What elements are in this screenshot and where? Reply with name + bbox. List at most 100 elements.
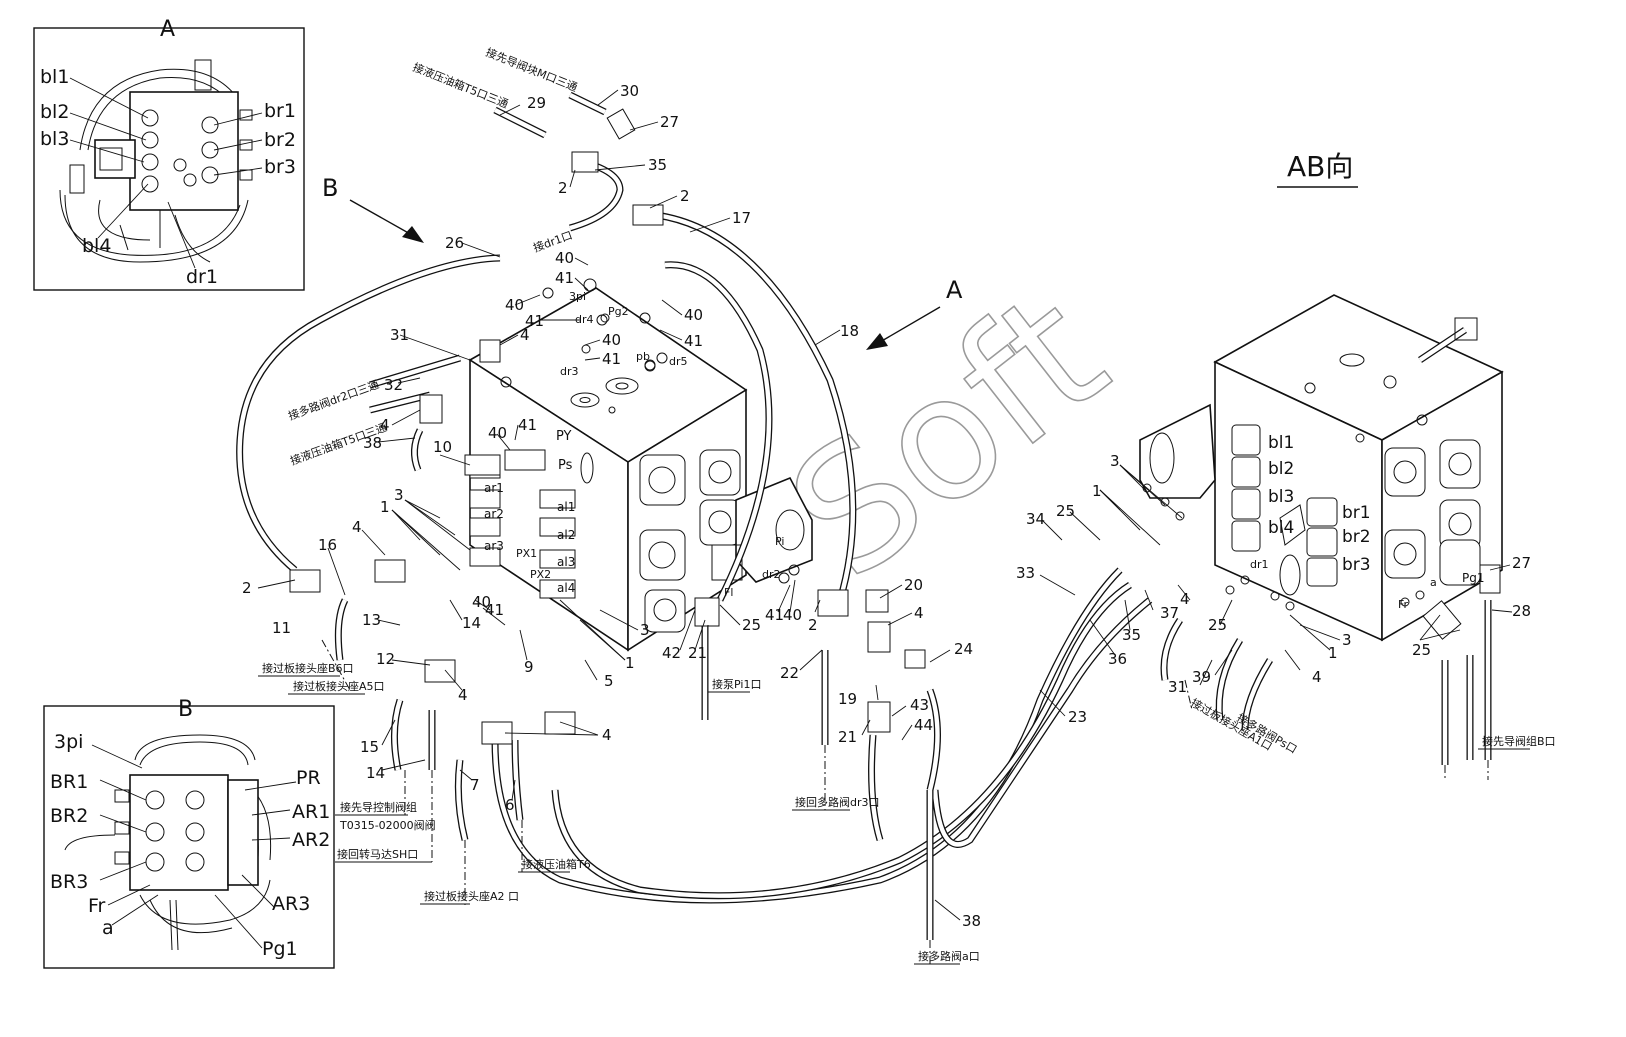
part-number: 17 [732,209,751,227]
inset-a-label: bl1 [40,66,69,88]
port-label: bl3 [1268,487,1294,507]
port-label: Pg2 [608,305,629,318]
part-number: 4 [352,518,362,536]
part-number: 25 [1412,641,1431,659]
fittings [289,108,1501,745]
part-number: 35 [1122,626,1141,644]
port-label: br2 [1342,527,1371,547]
part-number: 30 [620,82,639,100]
ab-valve-block [1139,294,1504,642]
part-number: 3 [640,621,650,639]
port-label: PY [556,429,572,444]
port-label: ar1 [484,481,504,495]
part-number: 38 [962,912,981,930]
part-number: 40 [555,249,574,267]
part-number: 38 [363,434,382,452]
part-number: 31 [390,326,409,344]
part-number: 21 [838,728,857,746]
part-number: 37 [1160,604,1179,622]
view-title: AB向 [1277,150,1358,188]
port-label: Fr [1398,598,1409,611]
part-number: 14 [366,764,385,782]
callout-text: 接液压油箱T6 [522,857,591,871]
part-number: 24 [954,640,973,658]
part-number: 41 [765,606,784,624]
inset-a-label: br3 [264,156,296,178]
part-number: 40 [488,424,507,442]
part-number: 41 [518,416,537,434]
callout-text: 接多路阀a口 [918,949,980,963]
port-label: dr4 [575,313,594,326]
port-label: bl2 [1268,459,1294,479]
part-number: 27 [1512,554,1531,572]
port-label: al2 [557,528,575,542]
callout-text: 接回多路阀dr3口 [795,795,880,809]
inset-b-label: BR3 [50,871,88,893]
port-label: pb [636,350,650,363]
callout-text: T0315-02000阀阀 [339,818,436,832]
port-label: Pi [775,535,784,548]
part-number: 41 [485,601,504,619]
part-number: 27 [660,113,679,131]
part-number: 21 [688,644,707,662]
port-label: a [1430,576,1437,589]
part-number: 2 [680,187,690,205]
part-number: 2 [242,579,252,597]
part-number: 25 [1208,616,1227,634]
port-label: ar3 [484,539,504,553]
inset-b-label: AR2 [292,829,330,851]
callout-text: 接过板接头座A2 口 [424,889,519,903]
port-label: 3pi [569,290,586,303]
part-number: 3 [1110,452,1120,470]
part-number: 40 [602,331,621,349]
inset-a-label: bl2 [40,101,69,123]
part-number: 6 [505,796,515,814]
port-label: dr5 [669,355,688,368]
part-number: 11 [272,619,291,637]
inset-a-label: bl4 [82,235,111,257]
part-number: 35 [648,156,667,174]
port-label: PX2 [530,568,551,581]
view-arrow-b: B [322,174,424,243]
part-number: 26 [445,234,464,252]
callout-text: 接泵Pi1口 [712,678,761,691]
part-number: 41 [602,350,621,368]
inset-a-label: br1 [264,100,296,122]
inset-b-label: Fr [88,895,106,917]
part-number: 2 [558,179,568,197]
part-number: 4 [602,726,612,744]
port-label: al1 [557,500,575,514]
view-arrow-a-label: A [946,276,963,304]
callout-text: 接多路阀dr2口三通 [286,377,381,423]
hose-lines [236,91,1492,940]
part-number: 40 [684,306,703,324]
part-number: 43 [910,696,929,714]
part-number: 19 [838,690,857,708]
port-label: br3 [1342,555,1371,575]
main-block-port-labels: 3pi Pg2 dr4 dr3 pb dr5 PY Ps ar1 ar2 ar3… [484,290,784,599]
part-number: 7 [470,776,480,794]
part-number: 1 [1328,644,1338,662]
part-number: 4 [1180,590,1190,608]
inset-b-label: BR1 [50,771,88,793]
view-arrow-b-label: B [322,174,338,202]
port-label: dr1 [1250,558,1269,571]
view-arrow-a: A [866,276,963,350]
part-number: 18 [840,322,859,340]
inset-b-label: 3pi [54,731,83,753]
part-number: 22 [780,664,799,682]
part-number: 40 [505,296,524,314]
port-label: dr3 [560,365,579,378]
inset-b-label: Pg1 [262,938,298,960]
part-number: 10 [433,438,452,456]
callout-text: 接先导阀组B口 [1482,734,1556,748]
part-number: 41 [525,312,544,330]
callout-text: 接先导阀块M口三通 [484,45,580,95]
part-number: 29 [527,94,546,112]
part-number: 4 [520,326,530,344]
part-number: 41 [555,269,574,287]
part-number: 20 [904,576,923,594]
port-label: ar2 [484,507,504,521]
part-number: 9 [524,658,534,676]
